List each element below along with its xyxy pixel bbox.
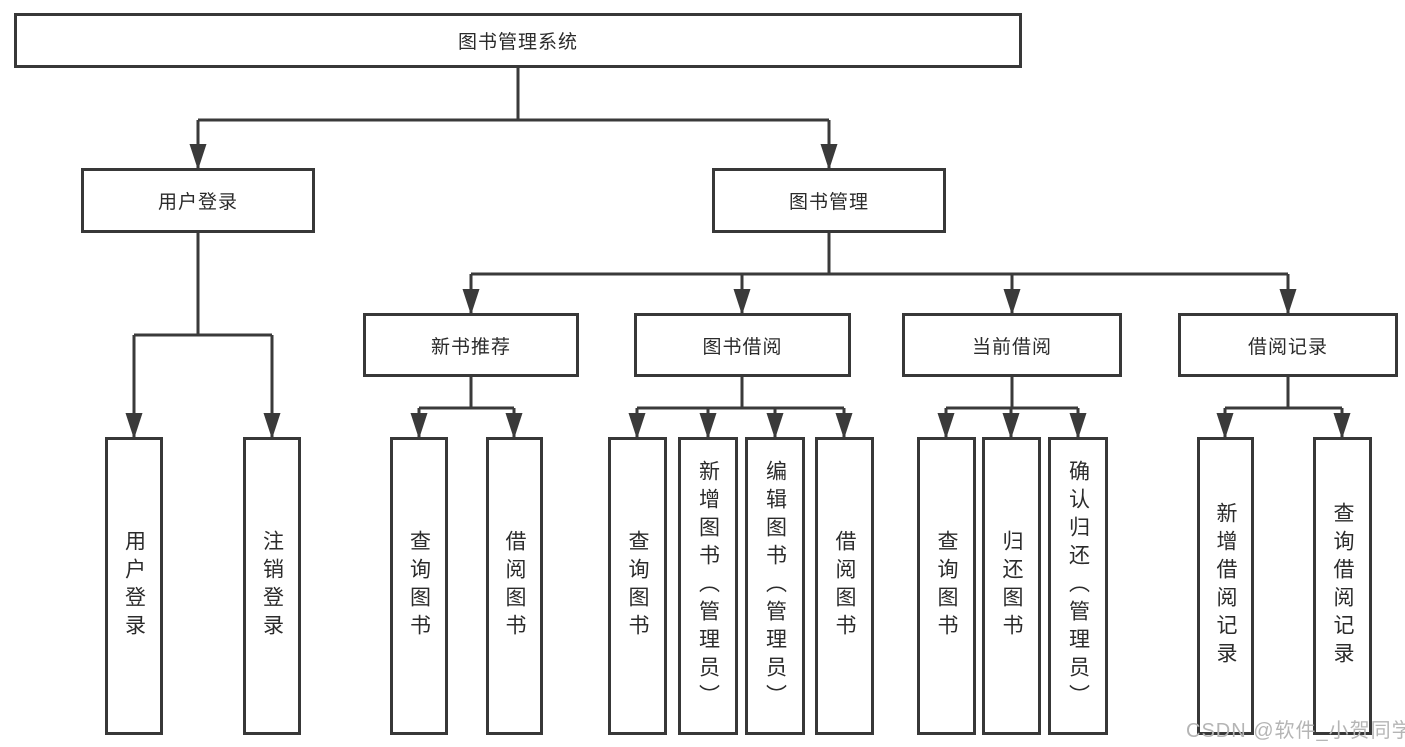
node-new-book-recommend: 新书推荐 — [363, 313, 579, 377]
node-book-management: 图书管理 — [712, 168, 946, 233]
node-current-borrowing: 当前借阅 — [902, 313, 1122, 377]
leaf-current-query-books-label: 查询图书 — [935, 530, 958, 642]
leaf-current-confirm-return-admin: 确认归还（管理员） — [1048, 437, 1108, 735]
leaf-newbook-query-books-label: 查询图书 — [407, 530, 431, 642]
leaf-borrow-borrow-books-label: 借阅图书 — [833, 530, 856, 642]
node-user-login: 用户登录 — [81, 168, 315, 233]
leaf-borrow-add-books-admin-label: 新增图书（管理员） — [696, 460, 720, 712]
node-borrowing-records: 借阅记录 — [1178, 313, 1398, 377]
node-borrowing-records-label: 借阅记录 — [1247, 336, 1328, 358]
leaf-borrow-edit-books-admin: 编辑图书（管理员） — [745, 437, 805, 735]
node-current-borrowing-label: 当前借阅 — [971, 336, 1052, 358]
leaf-borrow-add-books-admin: 新增图书（管理员） — [678, 437, 738, 735]
leaf-record-query-label: 查询借阅记录 — [1331, 502, 1354, 670]
leaf-borrow-query-books: 查询图书 — [608, 437, 667, 735]
leaf-record-add: 新增借阅记录 — [1197, 437, 1254, 735]
node-book-management-label: 图书管理 — [788, 192, 869, 213]
watermark: CSDN @软件_小贺同学 — [1186, 720, 1405, 742]
leaf-newbook-borrow-books-label: 借阅图书 — [503, 530, 526, 642]
leaf-current-return-books: 归还图书 — [982, 437, 1041, 735]
leaf-newbook-query-books: 查询图书 — [390, 437, 448, 735]
leaf-current-confirm-return-admin-label: 确认归还（管理员） — [1066, 460, 1090, 712]
node-new-book-recommend-label: 新书推荐 — [430, 336, 511, 358]
leaf-borrow-borrow-books: 借阅图书 — [815, 437, 874, 735]
leaf-current-query-books: 查询图书 — [917, 437, 976, 735]
leaf-user-login: 用户登录 — [105, 437, 163, 735]
node-book-borrowing: 图书借阅 — [634, 313, 851, 377]
leaf-borrow-query-books-label: 查询图书 — [626, 530, 649, 642]
leaf-current-return-books-label: 归还图书 — [1000, 530, 1023, 642]
leaf-logout-label: 注销登录 — [260, 530, 284, 642]
leaf-logout: 注销登录 — [243, 437, 301, 735]
node-root-label: 图书管理系统 — [457, 32, 578, 53]
leaf-newbook-borrow-books: 借阅图书 — [486, 437, 543, 735]
leaf-record-add-label: 新增借阅记录 — [1214, 502, 1237, 670]
node-root: 图书管理系统 — [14, 13, 1022, 68]
node-book-borrowing-label: 图书借阅 — [702, 336, 783, 358]
leaf-borrow-edit-books-admin-label: 编辑图书（管理员） — [763, 460, 787, 712]
leaf-user-login-label: 用户登录 — [122, 530, 146, 642]
node-user-login-label: 用户登录 — [157, 192, 238, 213]
leaf-record-query: 查询借阅记录 — [1313, 437, 1372, 735]
